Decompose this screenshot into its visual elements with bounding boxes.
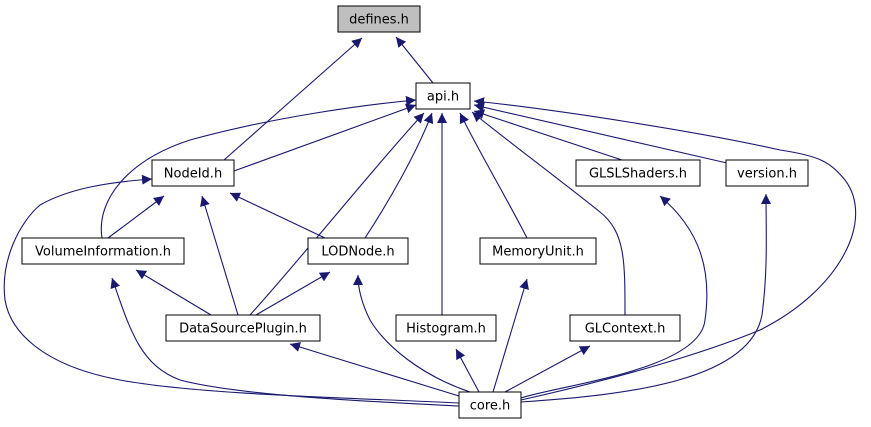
- node-box-defines[interactable]: [337, 5, 421, 33]
- node-dsp[interactable]: DataSourcePlugin.h: [165, 314, 321, 342]
- node-core[interactable]: core.h: [458, 391, 522, 419]
- node-label-volinfo: VolumeInformation.h: [35, 245, 171, 260]
- node-label-core: core.h: [470, 399, 511, 414]
- node-box-version[interactable]: [725, 159, 809, 187]
- node-lodnode[interactable]: LODNode.h: [307, 237, 409, 265]
- node-box-glcontext[interactable]: [569, 314, 681, 342]
- node-version[interactable]: version.h: [725, 159, 809, 187]
- edge-core-to-api: [473, 97, 857, 401]
- node-label-memunit: MemoryUnit.h: [492, 245, 584, 260]
- edge-core-to-lodnode: [353, 274, 471, 393]
- node-box-volinfo[interactable]: [21, 237, 185, 265]
- node-box-memunit[interactable]: [479, 237, 597, 265]
- node-label-api: api.h: [427, 90, 459, 105]
- edge-lodnode-to-api: [364, 112, 434, 239]
- edge-api-to-defines: [395, 36, 434, 84]
- edge-core-to-volinfo: [110, 277, 460, 407]
- node-label-glcontext: GLContext.h: [585, 322, 666, 337]
- node-nodeid[interactable]: NodeId.h: [151, 159, 235, 187]
- edge-volinfo-to-api: [100, 95, 417, 239]
- node-label-dsp: DataSourcePlugin.h: [179, 322, 307, 337]
- node-box-histogram[interactable]: [395, 314, 497, 342]
- node-box-glsl[interactable]: [575, 159, 701, 187]
- node-label-nodeid: NodeId.h: [164, 167, 222, 182]
- edge-glcontext-to-api: [471, 111, 626, 316]
- node-box-api[interactable]: [415, 82, 471, 110]
- edge-glsl-to-api: [473, 109, 623, 161]
- edge-volinfo-to-nodeid: [107, 195, 165, 239]
- edge-nodeid-to-defines: [223, 37, 363, 161]
- edge-core-to-memunit: [492, 278, 529, 393]
- edge-dsp-to-nodeid: [200, 195, 239, 316]
- node-label-histogram: Histogram.h: [406, 322, 486, 337]
- edges-layer: [3, 36, 857, 407]
- node-label-lodnode: LODNode.h: [321, 245, 394, 260]
- node-box-dsp[interactable]: [165, 314, 321, 342]
- edge-version-to-api: [473, 102, 728, 164]
- edge-core-to-dsp: [289, 342, 460, 397]
- edge-core-to-nodeid: [3, 174, 460, 404]
- node-api[interactable]: api.h: [415, 82, 471, 110]
- node-histogram[interactable]: Histogram.h: [395, 314, 497, 342]
- edge-core-to-version: [520, 193, 772, 403]
- edge-dsp-to-lodnode: [255, 271, 331, 316]
- edge-core-to-glsl: [520, 195, 708, 399]
- node-box-core[interactable]: [458, 391, 522, 419]
- node-label-version: version.h: [737, 167, 797, 182]
- edge-nodeid-to-api: [233, 103, 417, 172]
- node-memunit[interactable]: MemoryUnit.h: [479, 237, 597, 265]
- node-box-nodeid[interactable]: [151, 159, 235, 187]
- edge-lodnode-to-nodeid: [229, 192, 326, 239]
- node-volinfo[interactable]: VolumeInformation.h: [21, 237, 185, 265]
- edge-dsp-to-volinfo: [135, 269, 212, 316]
- node-glsl[interactable]: GLSLShaders.h: [575, 159, 701, 187]
- node-box-lodnode[interactable]: [307, 237, 409, 265]
- node-glcontext[interactable]: GLContext.h: [569, 314, 681, 342]
- node-label-glsl: GLSLShaders.h: [589, 167, 687, 182]
- edge-core-to-histogram: [455, 348, 480, 393]
- node-label-defines: defines.h: [349, 13, 409, 28]
- node-defines[interactable]: defines.h: [337, 5, 421, 33]
- edge-dsp-to-api: [249, 112, 425, 316]
- edge-core-to-glcontext: [504, 345, 591, 393]
- edge-memunit-to-api: [459, 112, 528, 239]
